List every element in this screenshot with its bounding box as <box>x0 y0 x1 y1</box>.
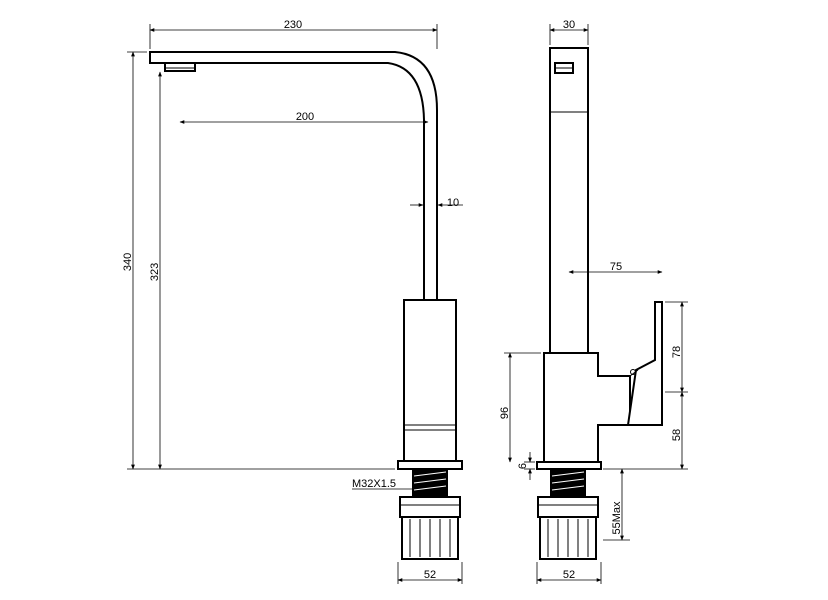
dim-side-top-width: 30 <box>563 19 575 31</box>
dim-spout-reach: 200 <box>296 111 314 123</box>
side-view: 30 75 78 58 96 6 55Max 52 <box>499 19 688 584</box>
dim-body-height: 96 <box>499 407 511 419</box>
dim-handle-reach: 75 <box>610 261 622 273</box>
side-handle-lever <box>626 301 663 426</box>
front-view: 230 200 10 340 323 M32X1.5 52 <box>122 19 463 584</box>
dim-lever-height: 58 <box>671 429 683 441</box>
side-body <box>543 352 631 463</box>
thread-spec-label: M32X1.5 <box>352 478 396 490</box>
dim-overall-height: 340 <box>122 253 134 271</box>
dim-front-base-diameter: 52 <box>424 569 436 581</box>
dim-shank-max: 55Max <box>611 501 623 535</box>
dim-handle-height: 78 <box>671 346 683 358</box>
dim-spout-thickness: 10 <box>447 197 459 209</box>
dim-base-thickness: 6 <box>517 463 529 469</box>
front-base-plate <box>397 460 463 470</box>
front-washer <box>399 496 461 518</box>
side-spout-column <box>549 47 589 354</box>
front-spout <box>149 51 438 301</box>
side-base-plate <box>536 461 602 470</box>
side-washer <box>537 496 599 518</box>
front-aerator <box>164 62 196 72</box>
dim-outlet-height: 323 <box>149 263 161 281</box>
front-body <box>403 299 457 462</box>
dim-side-base-diameter: 52 <box>563 569 575 581</box>
dim-overall-width: 230 <box>284 19 302 31</box>
